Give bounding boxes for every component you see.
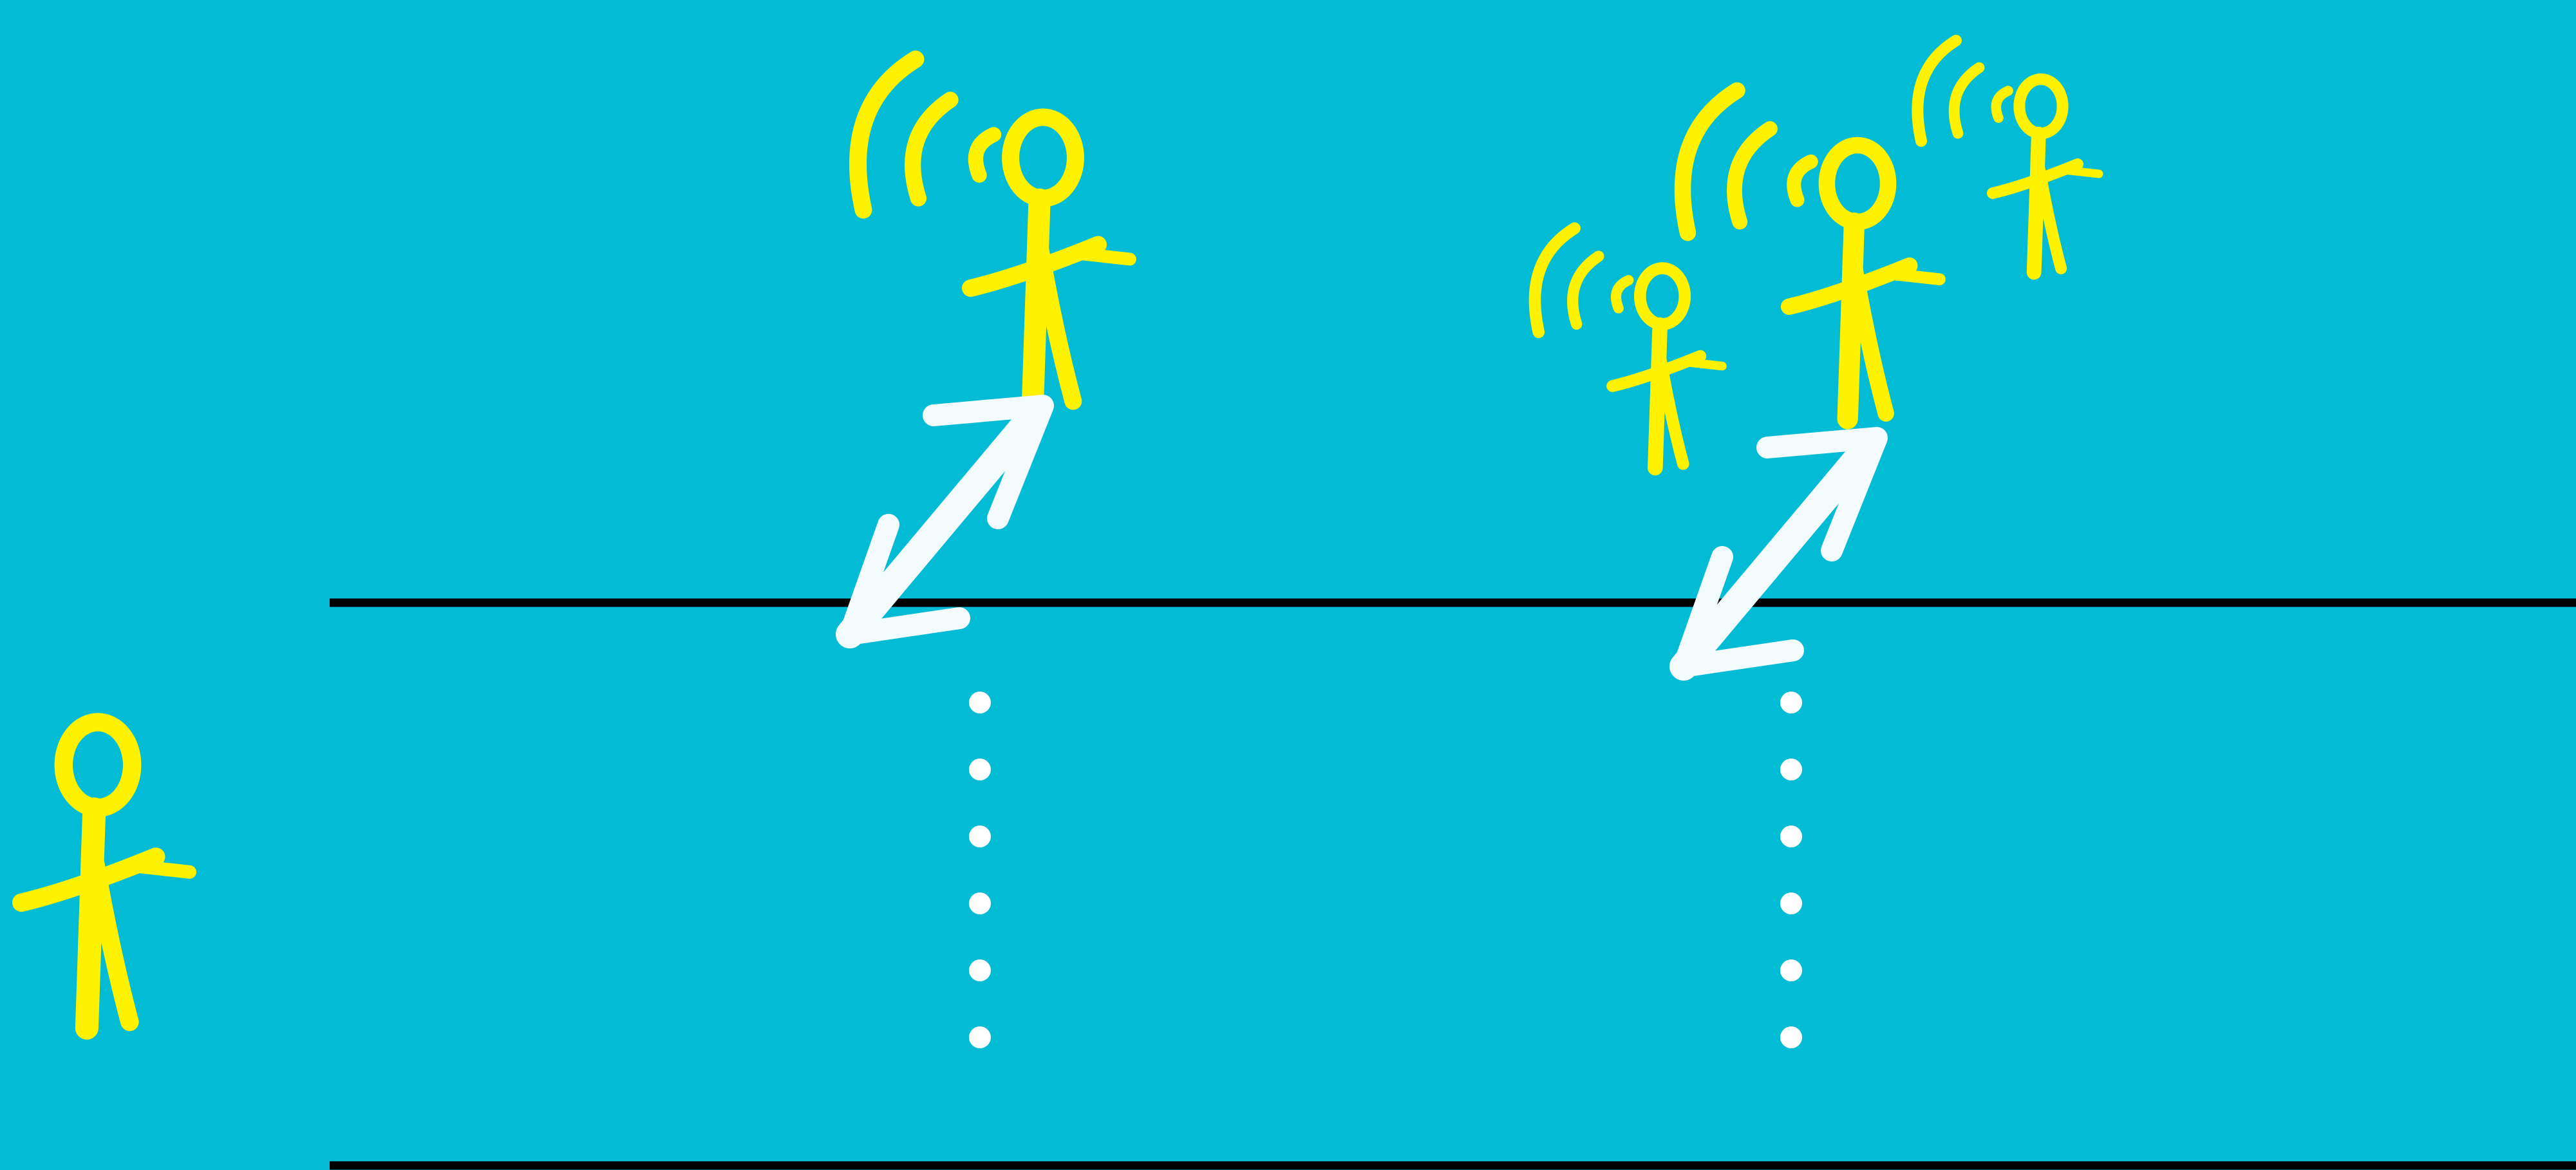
signal-waves-icon xyxy=(858,59,994,210)
signal-waves-icon xyxy=(1535,229,1628,332)
broadcasting-figure-icon xyxy=(1535,229,1722,468)
vertical-ellipsis-icon xyxy=(969,692,991,1048)
broadcasting-figure-icon xyxy=(858,59,1130,407)
vertical-ellipsis-icon xyxy=(1780,692,1802,1048)
stick-figure-icon xyxy=(21,722,189,1028)
broadcasting-figure-icon xyxy=(1917,41,2099,272)
double-arrow-icon xyxy=(1684,438,1877,666)
signal-waves-icon xyxy=(1917,41,2008,141)
signal-waves-icon xyxy=(1683,91,1811,233)
